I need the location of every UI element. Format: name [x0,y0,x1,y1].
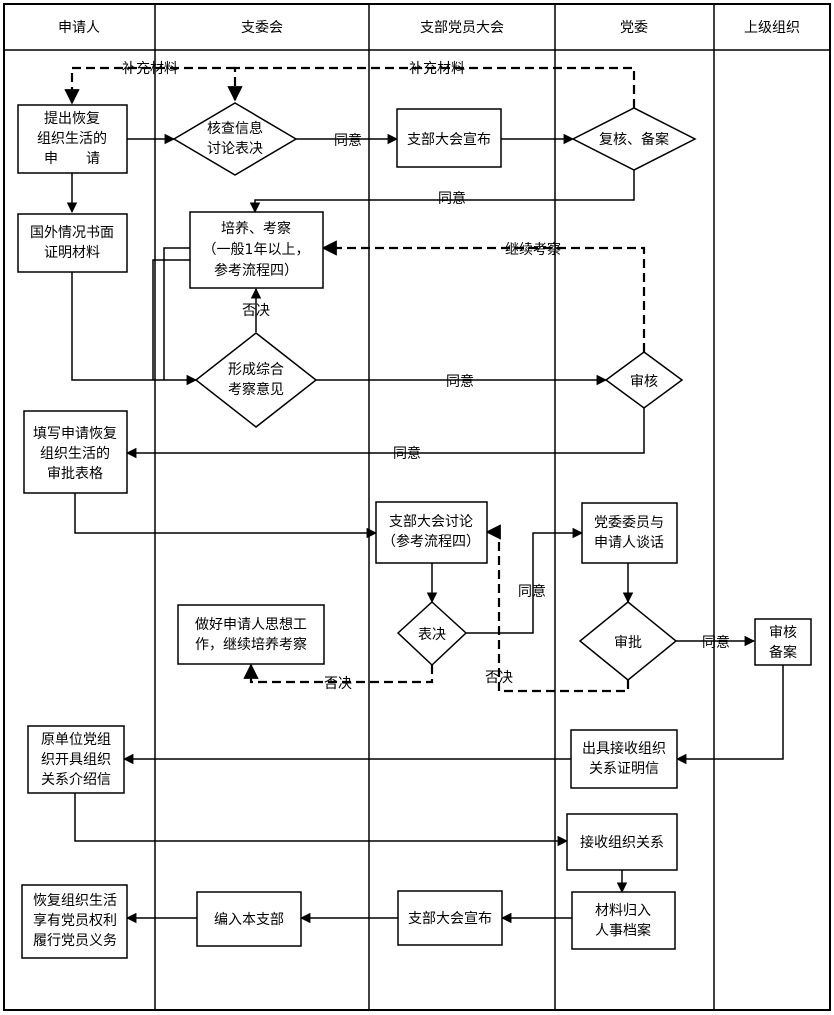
nodes: 提出恢复 组织生活的 申 请 国外情况书面 证明材料 填写申请恢复 组织生活的 … [17,102,812,959]
node-ideological-work: 做好申请人思想工 作，继续培养考察 [177,604,325,665]
svg-text:培养、考察: 培养、考察 [221,220,291,237]
edge-label-agree-6: 同意 [702,634,730,651]
node-restore-party-life: 恢复组织生活 享有党员权利 履行党员义务 [21,884,128,959]
svg-text:人事档案: 人事档案 [595,922,651,939]
svg-text:复核、备案: 复核、备案 [599,131,669,148]
node-receive-certificate: 出具接收组织 关系证明信 [570,729,678,789]
edge-label-agree-4: 同意 [393,445,421,462]
lane-header-branch-committee: 支委会 [241,20,283,36]
edge-approve-reject [485,524,630,693]
svg-text:享有党员权利: 享有党员权利 [33,912,117,929]
edge-materials-to-opinion [71,272,198,386]
edge-label-continue-observe: 继续考察 [505,241,561,258]
node-fill-approval-form: 填写申请恢复 组织生活的 审批表格 [23,410,128,494]
lane-header-party-committee: 党委 [620,20,648,36]
svg-text:（参考流程四）: （参考流程四） [382,533,480,550]
node-branch-meeting-discuss: 支部大会讨论 （参考流程四） [375,501,488,564]
svg-text:参考流程四）: 参考流程四） [214,262,298,279]
svg-text:接收组织关系: 接收组织关系 [580,834,664,851]
node-recheck-record: 复核、备案 [571,107,697,171]
svg-text:组织生活的: 组织生活的 [40,446,110,462]
edge-label-agree-1: 同意 [334,132,362,149]
edge-label-reject-3: 否决 [485,670,513,686]
svg-text:原单位党组: 原单位党组 [41,732,111,748]
node-join-branch: 编入本支部 [196,891,302,947]
lane-header-applicant: 申请人 [58,20,100,36]
edge-form-to-meeting [74,493,378,539]
svg-text:形成综合: 形成综合 [228,362,284,378]
edge-audit-continue-observe [321,240,646,352]
svg-text:组织生活的: 组织生活的 [37,131,107,147]
node-branch-announce: 支部大会宣布 [396,108,502,168]
edge-audit-to-fill-form [125,408,645,459]
node-cultivate-observe: 培养、考察 （一般1年以上， 参考流程四） [189,211,324,289]
node-audit: 审核 [604,351,684,409]
svg-text:申请人谈话: 申请人谈话 [594,535,664,551]
svg-text:核查信息: 核查信息 [207,120,263,137]
lane-header-branch-general-meeting: 支部党员大会 [420,20,504,36]
node-check-and-vote: 核查信息 讨论表决 [172,102,298,176]
svg-text:表决: 表决 [418,627,446,643]
node-archive-materials: 材料归入 人事档案 [571,891,676,950]
edge-review-to-cultivate [249,170,635,214]
svg-text:关系证明信: 关系证明信 [589,761,659,777]
svg-text:审批表格: 审批表格 [47,466,103,482]
svg-text:讨论表决: 讨论表决 [207,141,263,157]
svg-text:织开具组织: 织开具组织 [41,752,111,768]
svg-text:证明材料: 证明材料 [44,245,100,261]
edge-label-reject-2: 否决 [324,676,352,692]
edge-cultivate-to-opinion-2 [152,259,190,380]
node-vote: 表决 [396,600,468,667]
node-receive-relationship: 接收组织关系 [566,813,678,871]
edge-label-reject-1: 否决 [242,303,270,319]
svg-text:做好申请人思想工: 做好申请人思想工 [195,617,307,633]
edge-letter-to-receive [74,793,569,847]
svg-text:党委委员与: 党委委员与 [594,515,664,531]
svg-text:履行党员义务: 履行党员义务 [33,933,117,949]
svg-text:审核: 审核 [630,374,658,390]
svg-text:材料归入: 材料归入 [595,902,651,919]
edge-vote-reject [243,663,434,684]
svg-text:关系介绍信: 关系介绍信 [41,772,111,788]
svg-text:编入本支部: 编入本支部 [214,912,284,928]
svg-text:备案: 备案 [769,644,797,661]
svg-text:支部大会宣布: 支部大会宣布 [408,911,492,927]
node-submit-application: 提出恢复 组织生活的 申 请 [17,104,128,174]
svg-text:申 请: 申 请 [44,151,100,167]
svg-text:恢复组织生活: 恢复组织生活 [33,892,117,909]
svg-text:填写申请恢复: 填写申请恢复 [33,425,117,442]
node-comprehensive-opinion: 形成综合 考察意见 [194,332,318,428]
edge-label-agree-5: 同意 [518,583,546,600]
edges: 补充材料 补充材料 同意 同意 否决 同意 继续考察 同意 同意 否决 同意 否… [64,61,784,924]
svg-text:国外情况书面: 国外情况书面 [30,225,114,241]
svg-text:支部大会宣布: 支部大会宣布 [407,132,491,148]
edge-review-supplement [227,66,636,108]
svg-text:支部大会讨论: 支部大会讨论 [389,514,473,530]
edge-cultivate-to-opinion [163,247,190,380]
svg-text:出具接收组织: 出具接收组织 [582,740,666,757]
svg-text:作，继续培养考察: 作，继续培养考察 [195,636,307,653]
swimlane-frame [3,3,831,1011]
svg-text:考察意见: 考察意见 [228,381,284,398]
node-committee-talk: 党委委员与 申请人谈话 [581,502,678,564]
node-branch-announce-final: 支部大会宣布 [397,890,503,946]
node-superior-record: 审核 备案 [754,618,812,666]
node-introduction-letter: 原单位党组 织开具组织 关系介绍信 [27,725,125,794]
edge-record-to-certificate [675,665,784,765]
node-overseas-materials: 国外情况书面 证明材料 [17,213,128,273]
svg-text:提出恢复: 提出恢复 [44,110,100,127]
lane-header-superior-organization: 上级组织 [744,20,800,36]
edge-label-supplement-right: 补充材料 [409,61,465,77]
svg-text:审批: 审批 [614,635,642,651]
edge-label-supplement-left: 补充材料 [122,61,178,77]
lane-headers: 申请人 支委会 支部党员大会 党委 上级组织 [58,20,800,36]
svg-text:审核: 审核 [769,625,797,641]
svg-text:（一般1年以上，: （一般1年以上， [203,242,310,258]
edge-label-agree-2: 同意 [438,190,466,207]
edge-label-agree-3: 同意 [446,373,474,390]
edge-supplement-to-apply [64,66,235,105]
node-approve: 审批 [578,601,678,681]
